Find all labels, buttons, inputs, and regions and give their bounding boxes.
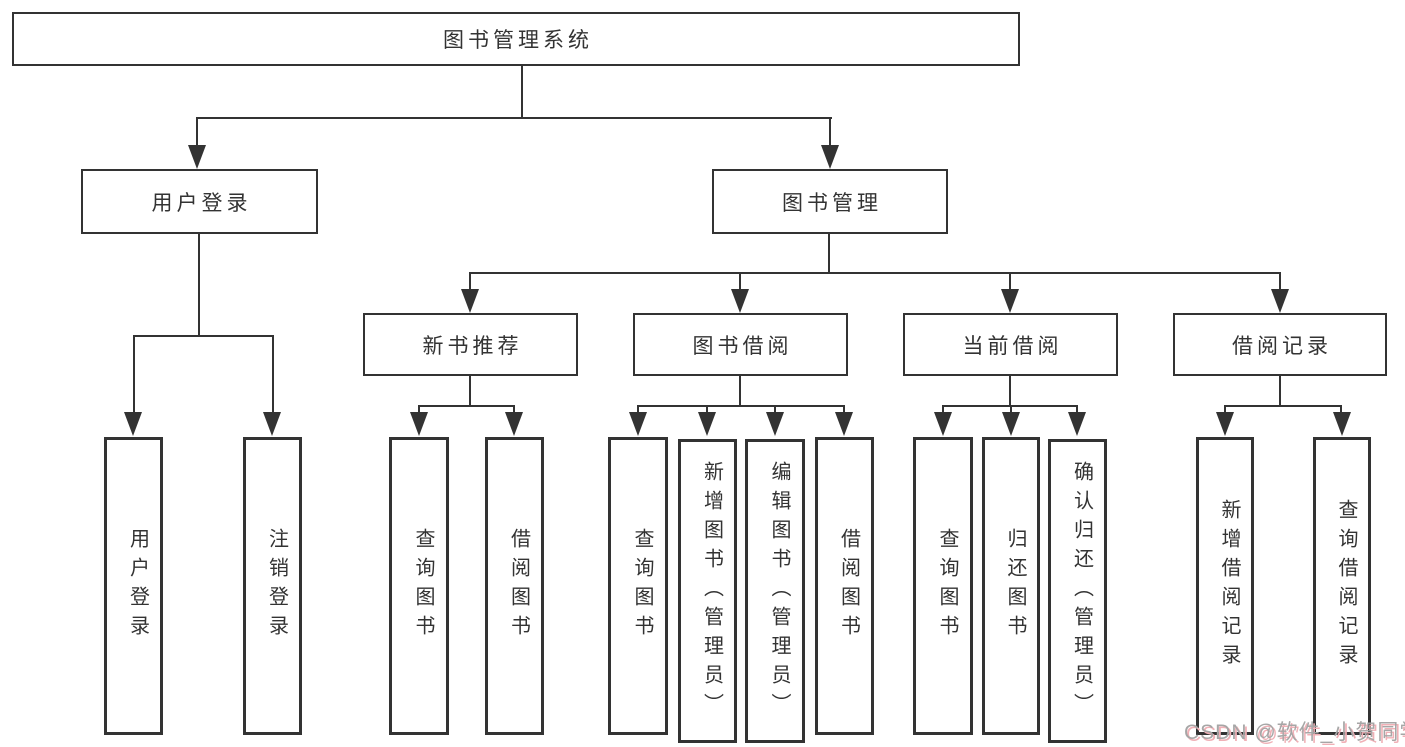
arrow-down-icon — [1002, 412, 1020, 436]
connector-v — [739, 376, 741, 407]
connector-v — [1076, 405, 1078, 415]
connector-h — [469, 272, 1281, 274]
connector-v — [1224, 405, 1226, 415]
connector-h — [1224, 405, 1342, 407]
connector-v — [942, 405, 944, 415]
connector-v — [1010, 405, 1012, 415]
connector-v — [637, 405, 639, 415]
node-leaf-query-books-current: 查询图书 — [913, 437, 973, 735]
connector-v — [1009, 376, 1011, 407]
node-label: 确认归还（管理员） — [1070, 460, 1093, 722]
arrow-down-icon — [1216, 412, 1234, 436]
node-label: 归还图书 — [1004, 528, 1026, 644]
arrow-down-icon — [461, 289, 479, 313]
node-label: 查询图书 — [412, 528, 434, 644]
connector-v — [706, 405, 708, 415]
connector-h — [196, 117, 832, 119]
node-leaf-user-login: 用户登录 — [104, 437, 163, 735]
arrow-down-icon — [1271, 289, 1289, 313]
node-label: 用户登录 — [126, 528, 149, 644]
arrow-down-icon — [1001, 289, 1019, 313]
node-label: 借阅记录 — [1232, 334, 1332, 358]
arrow-down-icon — [698, 412, 716, 436]
connector-v — [418, 405, 420, 415]
node-library-management-system: 图书管理系统 — [12, 12, 1020, 66]
node-user-login: 用户登录 — [81, 169, 318, 234]
arrow-down-icon — [410, 412, 428, 436]
connector-h — [418, 405, 515, 407]
node-label: 用户登录 — [151, 191, 252, 215]
connector-v — [774, 405, 776, 415]
arrow-down-icon — [1068, 412, 1086, 436]
node-label: 编辑图书（管理员） — [768, 460, 790, 722]
node-label: 新增借阅记录 — [1218, 499, 1240, 673]
connector-v — [469, 272, 471, 292]
node-leaf-return-books: 归还图书 — [982, 437, 1040, 735]
connector-v — [843, 405, 845, 415]
connector-v — [521, 66, 523, 118]
node-new-book-recommend: 新书推荐 — [363, 313, 578, 376]
connector-v — [829, 117, 831, 147]
node-book-borrowing: 图书借阅 — [633, 313, 848, 376]
connector-v — [513, 405, 515, 415]
arrow-down-icon — [821, 145, 839, 169]
node-leaf-borrow-books-recommend: 借阅图书 — [485, 437, 544, 735]
arrow-down-icon — [731, 289, 749, 313]
connector-v — [828, 234, 830, 274]
csdn-watermark: CSDN @软件_小贺同学 — [1184, 721, 1405, 744]
node-current-borrowing: 当前借阅 — [903, 313, 1118, 376]
connector-v — [196, 117, 198, 147]
connector-v — [469, 376, 471, 407]
connector-h — [637, 405, 845, 407]
connector-v — [272, 335, 274, 413]
connector-v — [1009, 272, 1011, 292]
node-leaf-confirm-return-admin: 确认归还（管理员） — [1048, 439, 1107, 743]
node-leaf-borrow-books: 借阅图书 — [815, 437, 874, 735]
node-leaf-edit-books-admin: 编辑图书（管理员） — [745, 439, 805, 743]
node-book-management: 图书管理 — [712, 169, 948, 234]
connector-v — [739, 272, 741, 292]
node-leaf-add-books-admin: 新增图书（管理员） — [678, 439, 737, 743]
node-leaf-query-books-borrowing: 查询图书 — [608, 437, 668, 735]
node-label: 新书推荐 — [422, 334, 523, 358]
connector-h — [133, 335, 274, 337]
node-leaf-query-borrow-record: 查询借阅记录 — [1313, 437, 1371, 735]
node-label: 图书借阅 — [692, 334, 793, 358]
node-leaf-query-books-recommend: 查询图书 — [389, 437, 449, 735]
arrow-down-icon — [124, 412, 142, 436]
node-leaf-logout: 注销登录 — [243, 437, 302, 735]
node-label: 查询借阅记录 — [1335, 499, 1357, 673]
node-label: 新增图书（管理员） — [700, 460, 723, 722]
arrow-down-icon — [934, 412, 952, 436]
arrow-down-icon — [505, 412, 523, 436]
arrow-down-icon — [629, 412, 647, 436]
arrow-down-icon — [766, 412, 784, 436]
node-leaf-add-borrow-record: 新增借阅记录 — [1196, 437, 1254, 735]
connector-v — [198, 234, 200, 337]
arrow-down-icon — [1333, 412, 1351, 436]
node-label: 借阅图书 — [507, 528, 530, 644]
connector-v — [133, 335, 135, 413]
connector-v — [1340, 405, 1342, 415]
node-label: 当前借阅 — [962, 334, 1063, 358]
node-label: 查询图书 — [631, 528, 653, 644]
arrow-down-icon — [263, 412, 281, 436]
node-label: 图书管理系统 — [443, 29, 593, 52]
arrow-down-icon — [835, 412, 853, 436]
node-label: 注销登录 — [265, 528, 288, 644]
connector-v — [1279, 376, 1281, 407]
connector-v — [1279, 272, 1281, 292]
node-label: 查询图书 — [936, 528, 958, 644]
node-label: 借阅图书 — [837, 528, 860, 644]
node-borrowing-records: 借阅记录 — [1173, 313, 1387, 376]
arrow-down-icon — [188, 145, 206, 169]
node-label: 图书管理 — [782, 191, 882, 215]
